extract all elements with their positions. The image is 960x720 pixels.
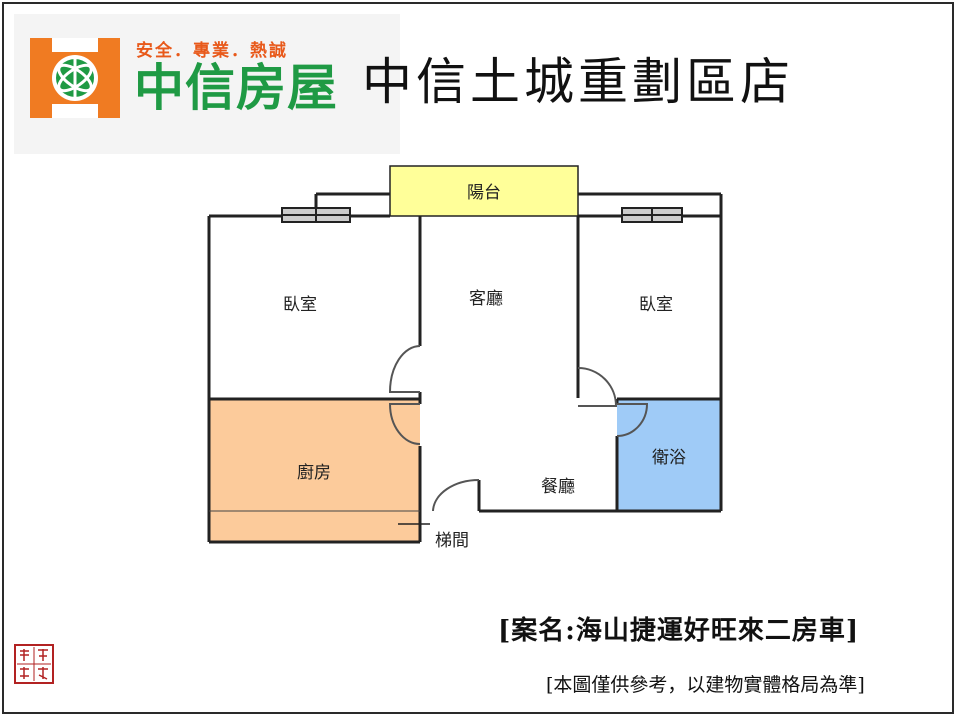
company-logo-icon [30,38,120,118]
living-room-label: 客廳 [469,289,503,309]
bathroom-label: 衛浴 [652,448,686,468]
case-name: [案名:海山捷運好旺來二房車] [498,616,860,646]
balcony-label: 陽台 [467,183,501,203]
stairs-label: 梯間 [435,531,469,551]
door-swings [388,345,649,512]
bathroom-area [617,399,721,511]
dining-room-label: 餐廳 [541,477,575,497]
kitchen-label: 廚房 [297,462,331,483]
balcony-area [389,165,579,217]
branch-name: 中信土城重劃區店 [362,53,794,111]
company-slogan: 安全．專業．熱誠 [136,41,288,61]
bedroom-right-label: 臥室 [639,295,673,315]
window-right-icon [621,207,683,223]
company-brand-name: 中信房屋 [134,59,338,117]
kitchen-area [209,399,420,542]
disclaimer-note: [本圖僅供參考，以建物實體格局為準] [546,674,865,696]
window-left-icon [281,207,351,223]
bedroom-left-label: 臥室 [283,295,317,315]
seal-stamp-icon [14,644,54,684]
